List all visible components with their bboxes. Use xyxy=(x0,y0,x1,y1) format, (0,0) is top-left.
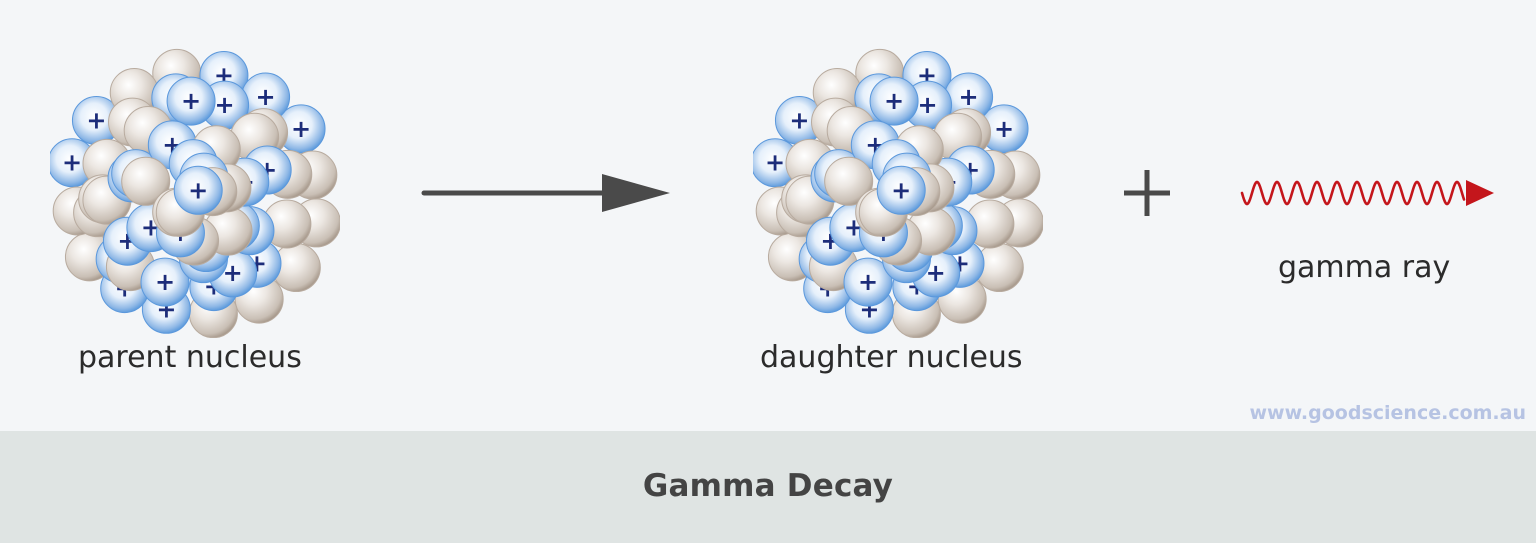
svg-text:+: + xyxy=(215,91,235,119)
gamma-ray-wave-icon xyxy=(1240,180,1494,206)
svg-text:+: + xyxy=(223,259,243,287)
svg-text:+: + xyxy=(994,115,1014,143)
svg-text:+: + xyxy=(188,176,208,204)
svg-text:+: + xyxy=(155,268,175,296)
proton: + xyxy=(876,165,926,215)
reaction-arrow-icon xyxy=(421,174,670,212)
gamma-decay-diagram: ++++++++++++++++++++++++++++++ parent nu… xyxy=(50,48,1526,424)
caption-bar: Gamma Decay xyxy=(0,431,1536,543)
gamma-ray-label: gamma ray xyxy=(1278,250,1451,285)
daughter-nucleus-label: daughter nucleus xyxy=(760,340,1023,375)
proton: + xyxy=(843,257,893,307)
proton: + xyxy=(774,96,824,146)
svg-text:+: + xyxy=(62,149,82,177)
svg-text:+: + xyxy=(884,87,904,115)
svg-text:+: + xyxy=(256,83,276,111)
proton: + xyxy=(276,104,326,154)
svg-text:+: + xyxy=(918,91,938,119)
parent-nucleus-label: parent nucleus xyxy=(78,340,302,375)
svg-text:+: + xyxy=(86,107,106,135)
proton: + xyxy=(753,138,800,188)
svg-text:+: + xyxy=(765,149,785,177)
neutron xyxy=(121,156,171,206)
proton: + xyxy=(869,76,919,126)
watermark: www.goodscience.com.au xyxy=(1249,402,1526,424)
neutron xyxy=(824,156,874,206)
svg-text:+: + xyxy=(789,107,809,135)
proton: + xyxy=(166,76,216,126)
svg-text:+: + xyxy=(291,115,311,143)
svg-text:+: + xyxy=(858,268,878,296)
diagram-title: Gamma Decay xyxy=(642,468,894,504)
parent-nucleus: ++++++++++++++++++++++++++++++ xyxy=(50,48,340,338)
proton: + xyxy=(979,104,1029,154)
proton: + xyxy=(173,165,223,215)
proton: + xyxy=(944,72,994,122)
proton: + xyxy=(140,257,190,307)
svg-text:+: + xyxy=(926,259,946,287)
svg-text:+: + xyxy=(959,83,979,111)
plus-icon xyxy=(1124,170,1170,216)
daughter-nucleus: ++++++++++++++++++++++++++++++ xyxy=(753,48,1043,338)
proton: + xyxy=(50,138,97,188)
svg-text:+: + xyxy=(181,87,201,115)
svg-text:+: + xyxy=(891,176,911,204)
